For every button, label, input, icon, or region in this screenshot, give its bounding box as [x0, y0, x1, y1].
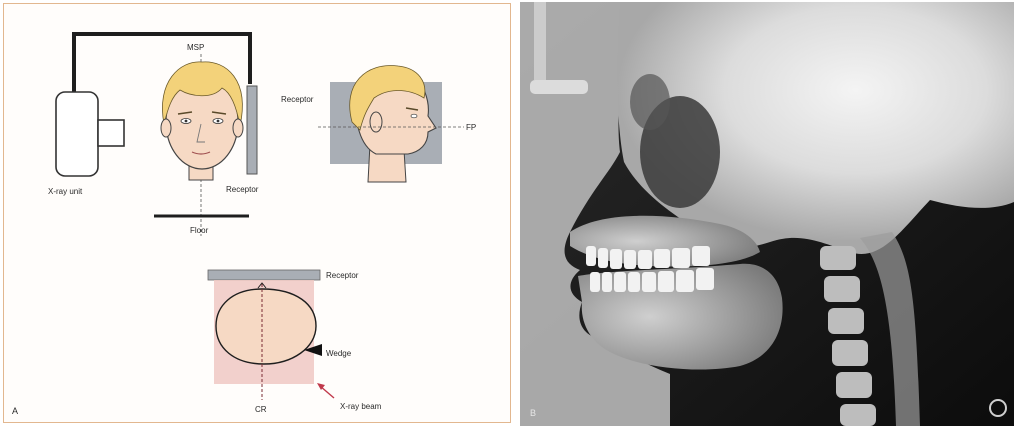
frontal-head: [161, 62, 243, 180]
cr-label: CR: [255, 405, 267, 414]
profile-head: [350, 66, 436, 182]
panel-b-letter: B: [530, 408, 536, 418]
wedge-label: Wedge: [326, 349, 352, 358]
xray-unit-label: X-ray unit: [48, 187, 83, 196]
receptor-front-label: Receptor: [226, 185, 259, 194]
xray-unit: [56, 92, 124, 176]
receptor-top: [208, 270, 320, 280]
frontal-sinus: [630, 74, 670, 130]
fp-label: FP: [466, 123, 476, 132]
positioning-diagram-svg: X-ray unit MSP Receptor Floor Receptor: [4, 4, 509, 421]
receptor-profile-label: Receptor: [281, 95, 314, 104]
skull-topview: [216, 289, 316, 364]
head-holder: [534, 2, 546, 80]
panel-a-positioning-diagram: X-ray unit MSP Receptor Floor Receptor: [3, 3, 511, 423]
panel-a-letter: A: [12, 406, 18, 416]
panel-b-radiograph: B: [520, 2, 1014, 426]
receptor-front: [247, 86, 257, 174]
floor-label: Floor: [190, 226, 209, 235]
ear-rod: [530, 80, 588, 94]
radiograph-svg: B: [520, 2, 1014, 426]
xray-beam-label: X-ray beam: [340, 402, 382, 411]
receptor-top-label: Receptor: [326, 271, 359, 280]
msp-label: MSP: [187, 43, 204, 52]
